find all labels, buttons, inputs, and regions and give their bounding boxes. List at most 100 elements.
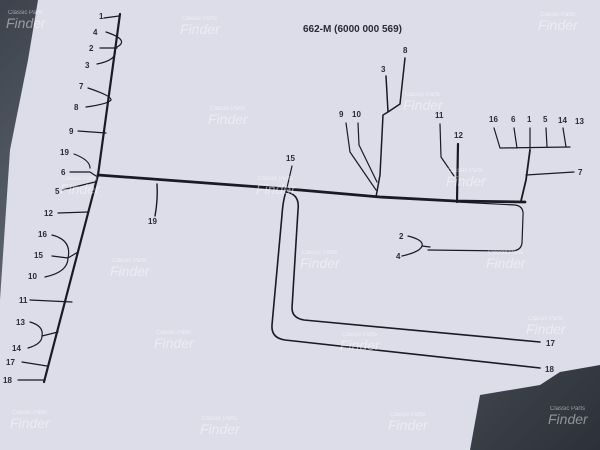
branch-left-19-6 bbox=[69, 153, 97, 177]
watermark-name: Finder bbox=[548, 411, 589, 427]
loop-to-18 bbox=[271, 191, 541, 369]
watermark-name: Finder bbox=[300, 255, 341, 271]
watermark-brand: Classic Parts bbox=[12, 410, 47, 416]
label-left-5: 5 bbox=[55, 187, 60, 196]
harness-wires bbox=[17, 12, 575, 384]
label-loop-4: 4 bbox=[396, 252, 401, 261]
watermark-name: Finder bbox=[6, 15, 47, 31]
watermark-name: Finder bbox=[110, 263, 151, 279]
branch-top-9-10 bbox=[345, 122, 378, 191]
label-left-15: 15 bbox=[34, 251, 43, 260]
branch-left-1 bbox=[103, 15, 120, 19]
branch-right-trunk bbox=[520, 149, 531, 202]
main-trunk bbox=[96, 173, 527, 204]
watermark-name: Finder bbox=[154, 335, 195, 351]
watermark-brand: Classic Parts bbox=[390, 412, 425, 418]
watermark-brand: Classic Parts bbox=[302, 250, 337, 256]
label-right-7: 7 bbox=[578, 168, 583, 177]
loop-to-17 bbox=[285, 191, 541, 343]
watermark-name: Finder bbox=[10, 415, 51, 431]
label-right-1: 1 bbox=[527, 115, 532, 124]
watermark-name: Finder bbox=[340, 337, 381, 353]
branch-right-comb bbox=[493, 127, 571, 151]
label-left-9: 9 bbox=[69, 127, 74, 136]
label-top-10: 10 bbox=[352, 110, 361, 119]
label-left-10: 10 bbox=[28, 272, 37, 281]
watermark-name: Finder bbox=[403, 97, 444, 113]
branch-left-13-14 bbox=[27, 321, 59, 349]
watermark-brand: Classic Parts bbox=[550, 406, 585, 412]
label-left-18: 18 bbox=[3, 376, 12, 385]
label-left-11: 11 bbox=[19, 296, 28, 305]
watermark-name: Finder bbox=[526, 321, 567, 337]
label-bottom-18: 18 bbox=[545, 365, 554, 374]
label-right-5: 5 bbox=[543, 115, 548, 124]
label-left-3: 3 bbox=[85, 61, 90, 70]
label-left-14: 14 bbox=[12, 344, 21, 353]
label-left-2: 2 bbox=[89, 44, 94, 53]
branch-left-5 bbox=[61, 181, 96, 191]
watermark-brand: Classic Parts bbox=[488, 250, 523, 256]
branch-left-4-2-3 bbox=[96, 31, 123, 65]
label-left-4: 4 bbox=[93, 28, 98, 37]
watermark-brand: Classic Parts bbox=[448, 168, 483, 174]
watermark-name: Finder bbox=[60, 181, 101, 197]
label-mid-15: 15 bbox=[286, 154, 295, 163]
branch-mid-15 bbox=[285, 165, 293, 193]
watermark-brand: Classic Parts bbox=[182, 16, 217, 22]
branch-drop-19 bbox=[154, 183, 158, 217]
label-main-19: 19 bbox=[148, 217, 157, 226]
label-left-16: 16 bbox=[38, 230, 47, 239]
label-left-12: 12 bbox=[44, 209, 53, 218]
label-right-16: 16 bbox=[489, 115, 498, 124]
watermark-brand: Classic Parts bbox=[156, 330, 191, 336]
watermark-brand: Classic Parts bbox=[342, 332, 377, 338]
watermark-brand: Classic Parts bbox=[210, 106, 245, 112]
watermark-name: Finder bbox=[538, 17, 579, 33]
watermark-name: Finder bbox=[446, 173, 487, 189]
watermark-name: Finder bbox=[180, 21, 221, 37]
branch-left-9 bbox=[77, 130, 107, 134]
branch-top-11 bbox=[439, 123, 455, 177]
branch-left-12 bbox=[57, 211, 89, 214]
label-top-9: 9 bbox=[339, 110, 344, 119]
label-right-6: 6 bbox=[511, 115, 516, 124]
watermark-name: Finder bbox=[256, 181, 297, 197]
watermark-name: Finder bbox=[208, 111, 249, 127]
label-right-14: 14 bbox=[558, 116, 567, 125]
label-top-11: 11 bbox=[435, 111, 444, 120]
label-left-19: 19 bbox=[60, 148, 69, 157]
label-left-7: 7 bbox=[79, 82, 84, 91]
watermark-brand: Classic Parts bbox=[112, 258, 147, 264]
label-top-12: 12 bbox=[454, 131, 463, 140]
watermarks: Classic Parts Finder Classic Parts Finde… bbox=[6, 10, 589, 437]
label-loop-2: 2 bbox=[399, 232, 404, 241]
label-top-3: 3 bbox=[381, 65, 386, 74]
watermark-brand: Classic Parts bbox=[202, 416, 237, 422]
watermark-name: Finder bbox=[200, 421, 241, 437]
watermark-name: Finder bbox=[486, 255, 527, 271]
label-left-13: 13 bbox=[16, 318, 25, 327]
watermark-brand: Classic Parts bbox=[405, 92, 440, 98]
watermark-brand: Classic Parts bbox=[8, 10, 43, 16]
branch-left-7-8 bbox=[85, 87, 112, 108]
label-left-6: 6 bbox=[61, 168, 66, 177]
label-bottom-17: 17 bbox=[546, 339, 555, 348]
watermark-brand: Classic Parts bbox=[62, 176, 97, 182]
branch-right-7 bbox=[525, 171, 575, 176]
label-left-1: 1 bbox=[99, 12, 104, 21]
label-left-17: 17 bbox=[6, 358, 15, 367]
watermark-brand: Classic Parts bbox=[258, 176, 293, 182]
watermark-name: Finder bbox=[388, 417, 429, 433]
branch-left-17 bbox=[21, 361, 48, 367]
branch-left-11 bbox=[29, 299, 73, 303]
watermark-brand: Classic Parts bbox=[540, 12, 575, 18]
watermark-brand: Classic Parts bbox=[528, 316, 563, 322]
label-top-8: 8 bbox=[403, 46, 408, 55]
branch-left-16-15-10 bbox=[44, 234, 79, 278]
diagram-title: 662-M (6000 000 569) bbox=[303, 24, 402, 35]
label-right-13: 13 bbox=[575, 117, 584, 126]
branch-top-3-8 bbox=[375, 57, 406, 198]
